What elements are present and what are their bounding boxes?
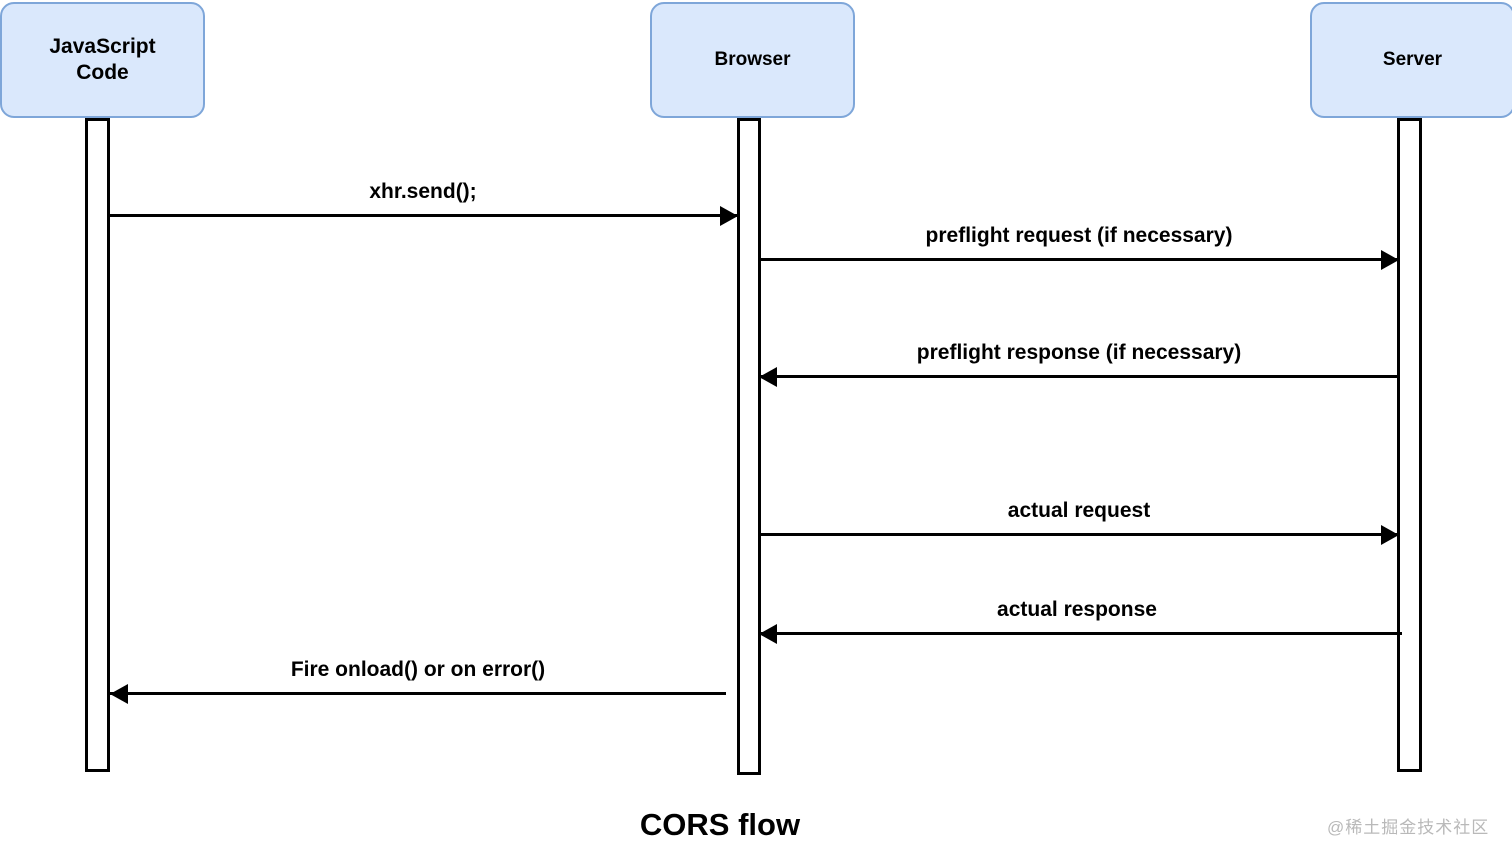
arrowhead-left-icon [759,367,777,387]
participant-label-server: Server [1382,49,1443,71]
participant-server[interactable]: Server [1310,2,1512,118]
arrowhead-right-icon [1381,525,1399,545]
lifeline-server [1419,118,1422,772]
message-label: preflight response (if necessary) [916,341,1242,364]
message-label: actual request [1007,499,1151,522]
diagram-title: CORS flow [639,807,801,842]
activation-bar-javascript-code [85,118,110,772]
message-label: preflight request (if necessary) [925,224,1233,247]
arrowhead-right-icon [1381,250,1399,270]
message-line [759,533,1399,536]
participant-label-line1: JavaScript [49,35,156,59]
activation-bar-browser [737,118,761,775]
message-line [110,692,726,695]
watermark-label: @稀土掘金技术社区 [1327,818,1490,837]
message-label: actual response [997,598,1157,621]
message-label: Fire onload() or on error() [290,658,546,681]
participant-javascript-code[interactable]: JavaScript Code [0,2,205,118]
message-line [759,375,1399,378]
participant-label-browser: Browser [714,49,791,71]
participant-browser[interactable]: Browser [650,2,855,118]
message-line [759,258,1399,261]
arrowhead-left-icon [110,684,128,704]
arrowhead-right-icon [720,206,738,226]
message-line [108,214,738,217]
message-line [759,632,1402,635]
participant-label-line2: Code [76,61,129,84]
arrowhead-left-icon [759,624,777,644]
message-label: xhr.send(); [369,180,477,203]
